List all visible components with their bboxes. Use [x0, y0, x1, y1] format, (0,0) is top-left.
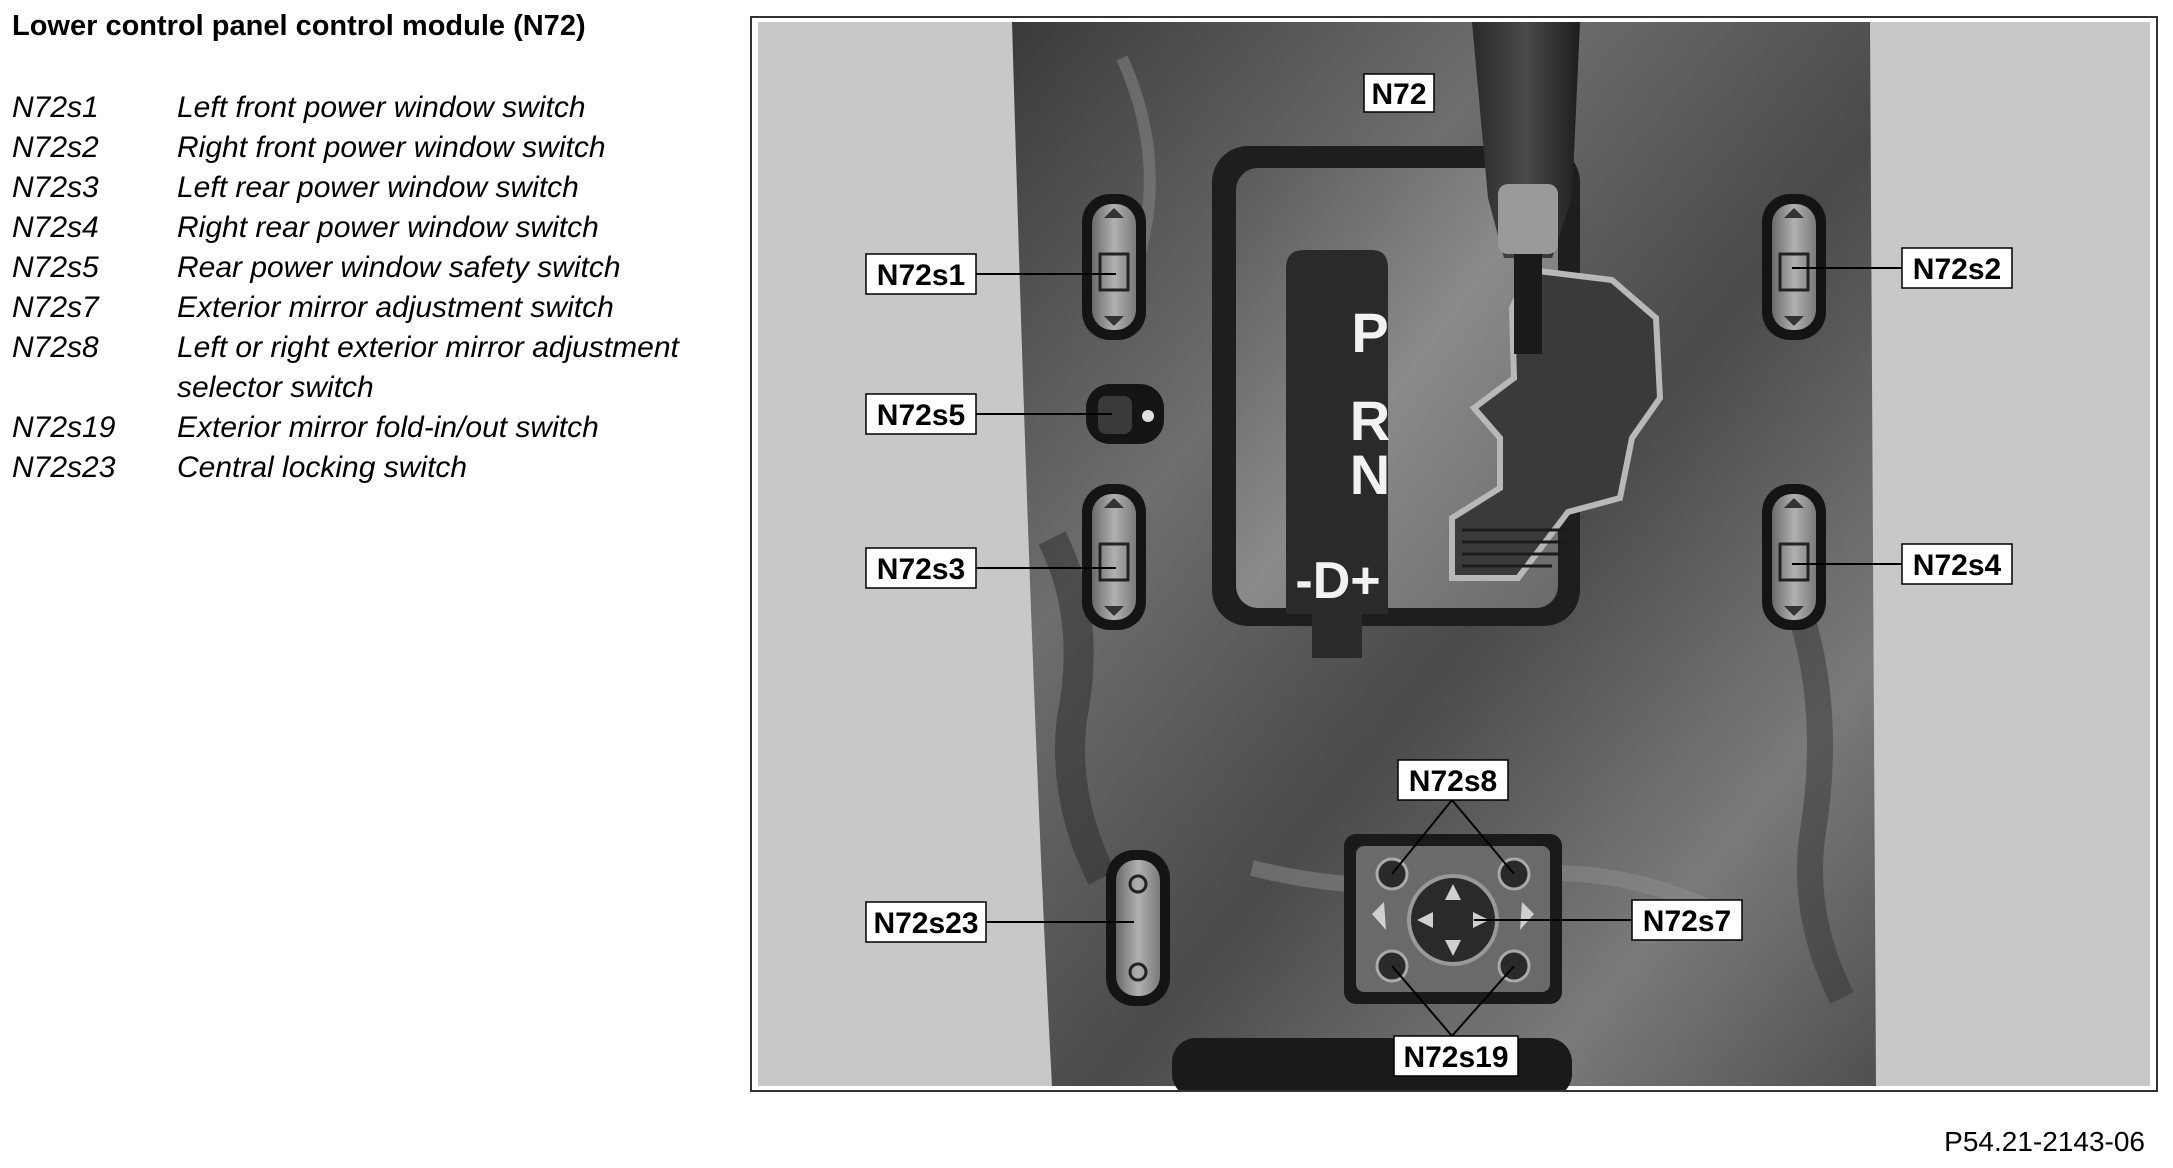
joystick-arrows-icon: [1417, 884, 1489, 956]
label-n72s1: N72s1: [877, 259, 965, 292]
label-n72s4: N72s4: [1913, 549, 2002, 582]
legend-item: N72s7 Exterior mirror adjustment switch: [12, 288, 697, 328]
selector-letter-n: N: [1350, 443, 1390, 506]
n72s1-switch-rocker[interactable]: [1092, 204, 1136, 330]
selector-letter-p: P: [1351, 301, 1388, 364]
n72s2-window-icon: [1778, 252, 1810, 292]
gate-path: [1449, 266, 1664, 581]
legend-code: N72s2: [12, 131, 99, 164]
n72s5-indicator-icon: [1142, 410, 1154, 422]
legend-desc: Exterior mirror adjustment switch: [177, 291, 614, 324]
legend-item: N72s19 Exterior mirror fold-in/out switc…: [12, 408, 697, 448]
legend-item: N72s1 Left front power window switch: [12, 88, 697, 128]
n72s23-switch-rocker[interactable]: [1116, 860, 1160, 996]
legend-code: N72s7: [12, 291, 99, 324]
label-n72s5: N72s5: [877, 399, 965, 432]
legend-code: N72s1: [12, 91, 99, 124]
legend-item: N72s5 Rear power window safety switch: [12, 248, 697, 288]
label-n72s7: N72s7: [1643, 905, 1731, 938]
legend-code: N72s23: [12, 451, 116, 484]
legend-code: N72s19: [12, 411, 116, 444]
selector-letter-r: R: [1350, 389, 1390, 452]
legend-code: N72s5: [12, 251, 99, 284]
label-n72s19: N72s19: [1403, 1041, 1508, 1074]
control-panel-figure: P R N -D+: [750, 16, 2158, 1092]
label-n72: N72: [1371, 78, 1426, 111]
legend-item: N72s4 Right rear power window switch: [12, 208, 697, 248]
gate-ribs: [1462, 528, 1572, 568]
legend-desc: Rear power window safety switch: [177, 251, 621, 284]
wood-grain: [1038, 531, 1116, 885]
label-boxes: [865, 73, 2013, 1077]
lock-icon: [1128, 874, 1148, 894]
label-n72s8: N72s8: [1409, 765, 1497, 798]
figure-reference-code: P54.21-2143-06: [1944, 1126, 2145, 1157]
selector-letter-plate: [1286, 250, 1388, 658]
label-n72s2: N72s2: [1913, 253, 2001, 286]
legend-desc: Central locking switch: [177, 451, 468, 484]
n72s3-window-icon: [1098, 542, 1130, 582]
page-title: Lower control panel control module (N72): [12, 10, 586, 42]
n72s3-switch-rocker[interactable]: [1092, 494, 1136, 620]
legend-item: N72s2 Right front power window switch: [12, 128, 697, 168]
legend-list: N72s1 Left front power window switch N72…: [12, 88, 697, 488]
legend-item: N72s3 Left rear power window switch: [12, 168, 697, 208]
legend-desc: Right rear power window switch: [177, 211, 599, 244]
legend-item: N72s8 Left or right exterior mirror adju…: [12, 328, 697, 408]
n72s1-window-icon: [1098, 252, 1130, 292]
label-n72s3: N72s3: [877, 553, 965, 586]
label-n72s23: N72s23: [873, 907, 978, 940]
legend-desc: Left front power window switch: [177, 91, 586, 124]
control-panel-illustration: P R N -D+: [758, 22, 2150, 1090]
legend-code: N72s4: [12, 211, 99, 244]
legend-desc: Left or right exterior mirror adjustment…: [177, 331, 679, 404]
right-mirror-icon: [1520, 902, 1534, 930]
legend-code: N72s8: [12, 331, 99, 364]
n72s4-switch-rocker[interactable]: [1772, 494, 1816, 620]
lever-collar: [1498, 184, 1558, 254]
n72s5-switch-button[interactable]: [1098, 396, 1132, 434]
legend-desc: Exterior mirror fold-in/out switch: [177, 411, 599, 444]
lever-shaft: [1514, 254, 1542, 354]
wood-grain: [1789, 614, 1854, 1004]
selector-letter-d: -D+: [1295, 552, 1380, 610]
n72s4-window-icon: [1778, 542, 1810, 582]
legend-code: N72s3: [12, 171, 99, 204]
legend-desc: Left rear power window switch: [177, 171, 579, 204]
legend-desc: Right front power window switch: [177, 131, 606, 164]
left-mirror-icon: [1372, 902, 1386, 930]
leader-lines: [976, 267, 1902, 1037]
legend-item: N72s23 Central locking switch: [12, 448, 697, 488]
unlock-icon: [1128, 962, 1148, 982]
